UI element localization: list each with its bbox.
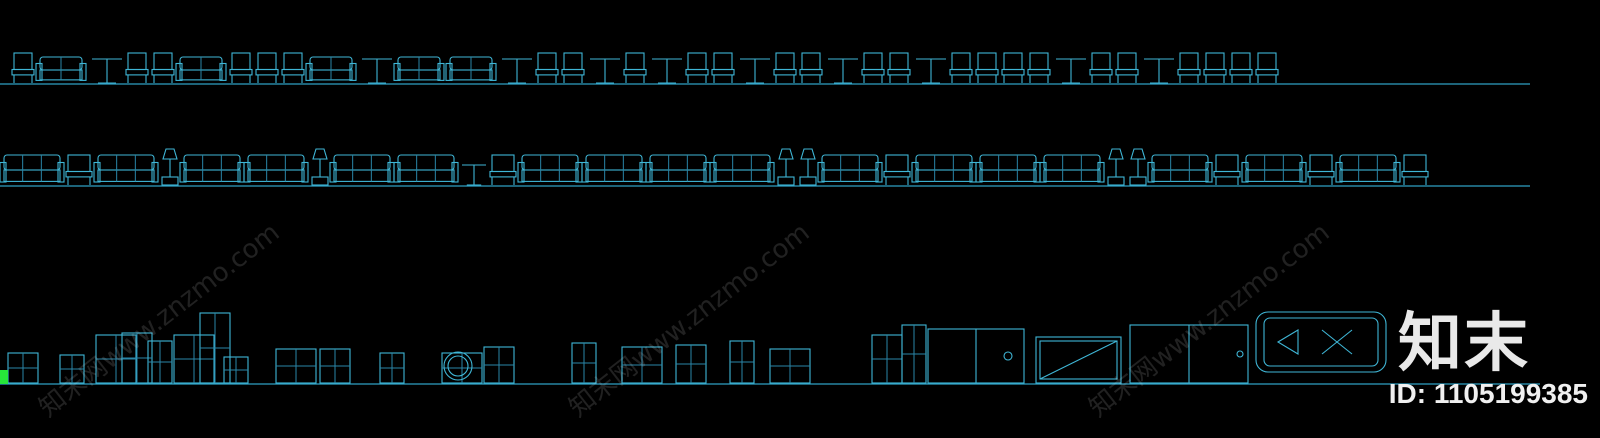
furniture-row-chairs: [11, 52, 1279, 84]
furniture-row-equipment: [7, 311, 1387, 384]
billiard-table: [1255, 311, 1387, 373]
layer-marker: [0, 370, 8, 384]
furniture-row-sofas: [0, 148, 1429, 186]
table-tennis-table-b: [1035, 336, 1122, 384]
brand-logo: 知末: [1398, 307, 1530, 381]
asset-id-label: ID: 1105199385: [1388, 378, 1588, 409]
